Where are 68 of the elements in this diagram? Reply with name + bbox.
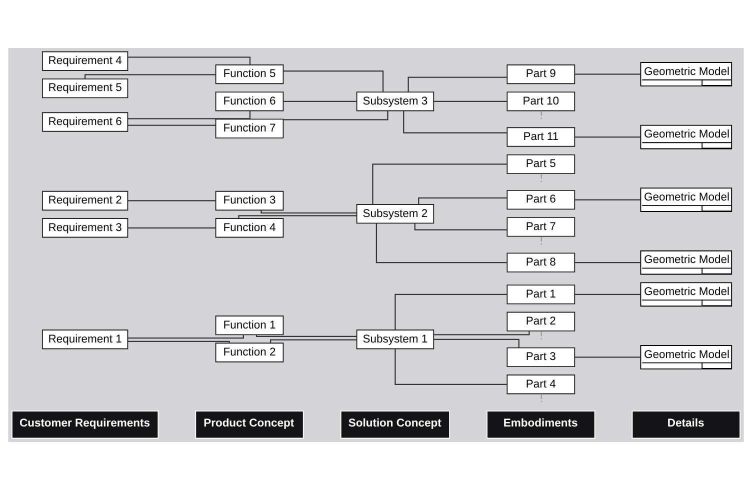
node-box: Product Concept — [195, 410, 304, 439]
node-box: Subsystem 1 — [356, 330, 434, 350]
node-box: Part 5 — [506, 154, 576, 174]
connector — [394, 294, 508, 330]
connector — [540, 111, 542, 120]
connector — [434, 100, 508, 102]
node-box: Requirement 2 — [42, 190, 128, 211]
node-box: Part 3 — [506, 347, 576, 368]
connector — [128, 124, 216, 126]
node-box: Part 10 — [506, 92, 576, 112]
connector — [574, 356, 640, 358]
node-box: Part 11 — [506, 127, 576, 147]
node-box: Requirement 5 — [42, 78, 128, 98]
connector — [256, 334, 357, 337]
connector — [128, 340, 230, 343]
node-box: Part 8 — [506, 252, 576, 272]
node-box: Requirement 4 — [42, 51, 128, 71]
connector — [418, 197, 508, 204]
node-box: Function 1 — [215, 316, 284, 336]
node-box: Part 1 — [506, 284, 576, 304]
node-box: Embodiments — [486, 410, 596, 439]
connector — [540, 394, 542, 402]
connector — [434, 338, 520, 348]
connector — [414, 223, 508, 230]
connector — [128, 334, 244, 339]
node-box: Customer Requirements — [12, 410, 159, 439]
connector — [270, 339, 356, 343]
connector — [283, 110, 388, 120]
node-box: Function 2 — [215, 342, 284, 362]
connector — [403, 111, 507, 134]
connector — [574, 74, 640, 75]
node-box: Subsystem 2 — [356, 204, 434, 224]
connector — [434, 331, 530, 336]
node-box: Subsystem 3 — [356, 92, 434, 112]
connector — [128, 110, 251, 120]
connector — [574, 262, 640, 264]
connector — [128, 227, 216, 228]
node-box: Part 7 — [506, 217, 576, 237]
node-box: Requirement 3 — [42, 218, 128, 238]
node-box: Requirement 1 — [42, 330, 128, 350]
connector — [408, 76, 508, 92]
connector — [574, 199, 640, 200]
node-box: Part 9 — [506, 64, 576, 84]
node-box: Part 6 — [506, 190, 576, 210]
connector — [128, 200, 216, 202]
connector — [128, 56, 251, 64]
connector — [283, 100, 357, 102]
connector — [574, 136, 640, 138]
connector — [238, 215, 357, 218]
connector — [540, 331, 542, 340]
connector — [372, 164, 507, 204]
connector — [574, 294, 640, 295]
node-box: Solution Concept — [340, 410, 450, 439]
connector — [394, 348, 508, 385]
connector — [540, 236, 542, 245]
node-box: Part 2 — [506, 312, 576, 332]
connector — [260, 210, 356, 214]
node-box: Requirement 6 — [42, 112, 128, 132]
connector — [540, 174, 542, 182]
node-box: Function 4 — [215, 218, 284, 238]
node-box: Details — [632, 410, 740, 439]
node-box: Function 3 — [215, 190, 284, 211]
node-box: Function 7 — [215, 118, 284, 138]
connector — [376, 223, 507, 264]
node-box: Part 4 — [506, 374, 576, 394]
node-box: Function 5 — [215, 64, 284, 84]
connector — [284, 70, 384, 92]
node-box: Function 6 — [215, 92, 284, 112]
